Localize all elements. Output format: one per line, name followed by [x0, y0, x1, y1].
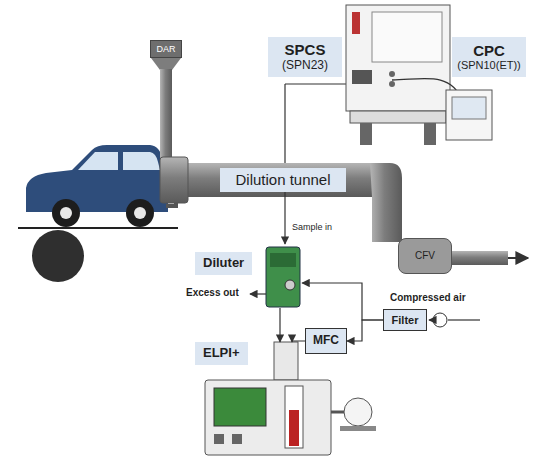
- node-text: Dilution tunnel: [235, 171, 330, 188]
- label-box: SPCS(SPN23): [268, 37, 342, 77]
- car-wheel: [126, 199, 154, 227]
- node-text: Diluter: [195, 252, 252, 275]
- spcs-stand: [350, 111, 446, 123]
- cfv-box: CFV: [398, 238, 452, 274]
- mfc-box: MFC: [305, 328, 347, 354]
- car-hub: [60, 207, 72, 219]
- tunnel-inlet: [160, 157, 188, 203]
- filter-box: Filter: [383, 309, 427, 331]
- elpi-node: ELPI+: [195, 342, 345, 458]
- flow-connector: [302, 283, 383, 320]
- elpi-instrument: [205, 380, 331, 455]
- node-text: CPC: [473, 42, 505, 59]
- exhaust-pipe: [450, 251, 508, 265]
- node-text: Filter: [392, 314, 419, 327]
- car-window: [78, 152, 118, 170]
- spcs-indicator: [352, 12, 360, 34]
- flow-label: Sample in: [292, 222, 332, 232]
- pump-base: [340, 426, 376, 431]
- flow-connector: [292, 341, 305, 342]
- dar-box: DAR: [150, 40, 182, 58]
- car-hub: [134, 207, 146, 219]
- dar-pipe: [160, 69, 172, 161]
- node-text: CFV: [415, 250, 435, 262]
- excess-arrow: [250, 293, 266, 294]
- node-text: DAR: [156, 44, 175, 54]
- node-text: SPCS: [285, 41, 326, 58]
- air-arrow: [429, 319, 433, 320]
- air-source: [433, 313, 447, 327]
- air-line: [448, 319, 480, 320]
- diluter-detail: [270, 253, 296, 267]
- node-text: ELPI+: [195, 342, 248, 365]
- spcs-leg: [424, 123, 436, 145]
- elpi-inlet: [274, 342, 298, 380]
- tunnel-band: Dilution tunnel: [220, 168, 346, 192]
- spcs-leg: [360, 123, 372, 145]
- spcs-instrument: [346, 5, 450, 111]
- dar-funnel: [151, 58, 181, 70]
- flow-connector: [347, 320, 383, 341]
- flow-connector: [279, 308, 280, 342]
- pump-hose: [331, 411, 345, 414]
- cpc-screen: [452, 97, 486, 119]
- elpi-button: [232, 434, 242, 444]
- elpi-impactor: [285, 386, 303, 448]
- spcs-display: [352, 70, 372, 84]
- node-text: MFC: [313, 334, 339, 348]
- flow-connector: [284, 192, 285, 244]
- spcs-port: [389, 81, 395, 87]
- elpi-impactor-stage: [289, 410, 299, 446]
- exhaust-arrow: [508, 257, 528, 259]
- spcs-sample-line: [285, 83, 346, 84]
- chassis-roller: [32, 230, 84, 282]
- vacuum-pump: [344, 398, 372, 426]
- car-wheel: [52, 199, 80, 227]
- flow-label: Compressed air: [390, 292, 466, 303]
- ground-line: [18, 227, 178, 229]
- node-text: (SPN10(ET)): [457, 59, 521, 72]
- spcs-port: [389, 71, 395, 77]
- tunnel-pipe: [185, 163, 385, 197]
- car-window: [123, 152, 160, 170]
- spcs-sample-line: [284, 84, 285, 163]
- label-box: CPC(SPN10(ET)): [452, 37, 526, 77]
- elpi-screen: [214, 388, 266, 426]
- cpc-instrument: [446, 90, 492, 140]
- elpi-button: [214, 434, 224, 444]
- flow-label: Excess out: [186, 287, 239, 298]
- tunnel-elbow: [370, 163, 402, 242]
- diluter-body: [266, 247, 300, 307]
- node-text: (SPN23): [282, 59, 328, 73]
- diluter-node: Diluter: [195, 244, 302, 308]
- spcs-panel: [372, 12, 442, 62]
- diluter-port: [285, 280, 295, 290]
